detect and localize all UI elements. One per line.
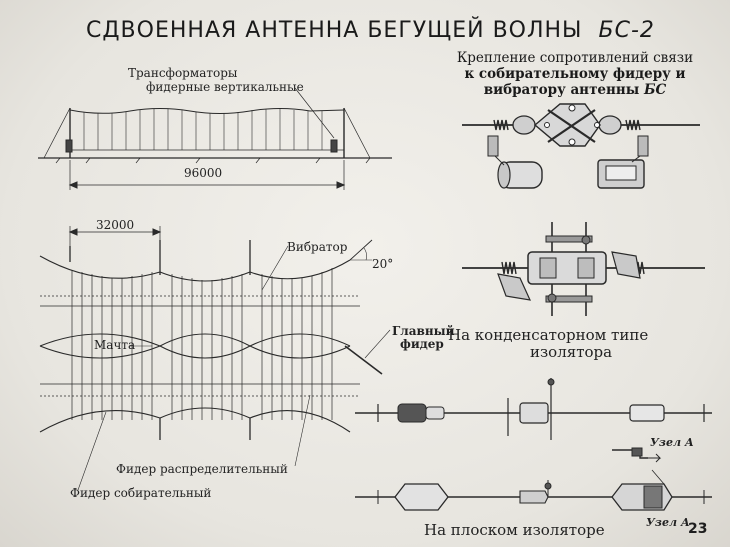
flat-insulator-drawing-top (355, 378, 712, 463)
dropper-grid (71, 268, 333, 420)
transformer-left (65, 139, 73, 153)
node-a-detail-1 (612, 449, 648, 459)
flat-insulator-1 (397, 403, 427, 423)
flat-insulator-5 (519, 490, 549, 504)
capacitor-caption-line-2: изолятора (530, 343, 613, 361)
capacitor-plate-right (611, 251, 641, 279)
heading-line-2: к собирательному фидеру и (464, 66, 686, 82)
angle-label: 20° (372, 257, 394, 271)
insulator-left (512, 115, 536, 135)
antenna-wire-side (69, 108, 345, 114)
plan-view (39, 226, 391, 491)
transformer-right (330, 139, 338, 153)
vibrator-wires (39, 255, 351, 433)
feeder-lines-plan (40, 295, 360, 397)
heading-line-1: Крепление сопротивлений связи (456, 50, 694, 66)
insulator-right (598, 115, 622, 135)
heading-line-3: вибратору антенны БС (422, 82, 728, 98)
title-main: СДВОЕННАЯ АНТЕННА БЕГУЩЕЙ ВОЛНЫ (86, 18, 583, 43)
springs-top (493, 119, 641, 131)
node-a-label-2: Узел А (646, 516, 690, 529)
collecting-feeder-label: Фидер собирательный (70, 486, 212, 500)
capacitor-plate-left (497, 273, 532, 301)
vibrator-label: Вибратор (287, 240, 348, 254)
distribution-feeder-label: Фидер распределительный (116, 462, 288, 476)
vibrator-row-1 (39, 255, 351, 282)
heading-line-3-text: вибратору антенны (483, 82, 645, 98)
mast-label: Мачта (94, 338, 136, 352)
title-model: БС-2 (598, 18, 655, 43)
main-feeder-label-line-1: Главный (392, 324, 455, 338)
flat-insulator-4 (394, 483, 449, 511)
angle-line (349, 239, 373, 261)
right-panel-heading: Крепление сопротивлений связи к собирате… (422, 50, 728, 98)
dimension-label-96000: 96000 (184, 166, 223, 180)
main-feeder-label-line-2: фидер (400, 337, 444, 351)
page-title: СДВОЕННАЯ АНТЕННА БЕГУЩЕЙ ВОЛНЫ БС-2 (86, 18, 655, 43)
flat-insulator-6 (611, 483, 673, 511)
plan-masts (69, 240, 251, 440)
vibrator-row-3 (39, 407, 351, 433)
dimension-label-32000: 32000 (96, 218, 135, 232)
capacitor-insulator-drawing (462, 222, 705, 316)
vibrator-row-2a (39, 333, 351, 347)
heading-line-3-model: БС (644, 82, 667, 98)
flat-insulator-3 (629, 404, 665, 422)
node-a-label-1: Узел А (650, 436, 694, 449)
flat-insulator-caption: На плоском изоляторе (424, 521, 605, 539)
vibrator-row-2b (39, 345, 351, 359)
transformers-label-line-2: фидерные вертикальные (146, 80, 304, 94)
resistor-mount-drawing (462, 103, 700, 189)
transformers-label-line-1: Трансформаторы (128, 66, 238, 80)
side-view (38, 87, 392, 190)
page-number: 23 (688, 521, 708, 537)
flat-insulator-2 (519, 402, 549, 424)
capacitor-caption-line-1: На конденсаторном типе (448, 326, 649, 344)
flat-insulator-drawing-bottom (355, 469, 712, 511)
node-a-leader (651, 469, 665, 485)
main-feeder-line (344, 345, 383, 375)
